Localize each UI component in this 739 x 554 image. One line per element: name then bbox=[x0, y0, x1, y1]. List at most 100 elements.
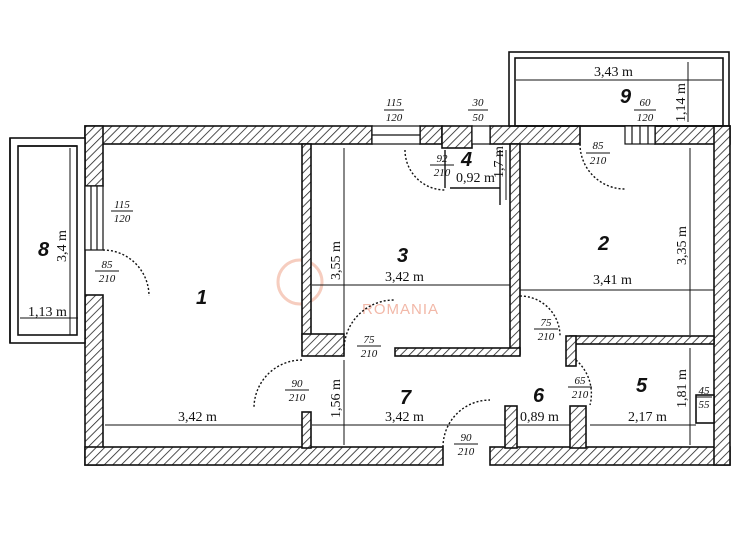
door-swing-2b bbox=[519, 295, 561, 337]
svg-text:90: 90 bbox=[461, 432, 473, 444]
wall-1-3-foot bbox=[301, 333, 345, 357]
svg-text:210: 210 bbox=[572, 389, 589, 401]
svg-text:90: 90 bbox=[292, 378, 304, 390]
dim-r2-width: 3,41 m bbox=[593, 273, 632, 288]
dim-r7-width: 3,42 m bbox=[385, 410, 424, 425]
wall-1-3 bbox=[301, 143, 312, 340]
dim-r4-height: 1,7 m bbox=[492, 146, 507, 178]
wall-2-bottom bbox=[569, 335, 715, 345]
wall-1-7 bbox=[301, 411, 312, 449]
svg-text:115: 115 bbox=[114, 199, 130, 211]
wall-bottom-right bbox=[489, 446, 731, 466]
svg-text:85: 85 bbox=[593, 140, 605, 152]
dim-r3-height: 3,55 m bbox=[329, 241, 344, 280]
door-swing-3 bbox=[343, 299, 395, 351]
door-swing-1 bbox=[102, 249, 150, 297]
fraction-door-entry: 90 210 bbox=[454, 432, 478, 458]
fraction-door-1: 85 210 bbox=[95, 259, 119, 285]
wall-2-corner bbox=[565, 335, 577, 367]
wall-room4-top bbox=[441, 125, 473, 149]
balcony-8 bbox=[9, 137, 86, 344]
dimension-lines bbox=[20, 62, 722, 445]
window-top-4 bbox=[471, 125, 491, 145]
dim-r5-width: 2,17 m bbox=[628, 410, 667, 425]
fraction-door-2b: 75 210 bbox=[534, 317, 558, 343]
dim-r6-width: 0,89 m bbox=[520, 410, 559, 425]
svg-text:210: 210 bbox=[458, 446, 475, 458]
svg-text:92: 92 bbox=[437, 153, 449, 165]
door-swing-2 bbox=[579, 143, 626, 190]
dim-r4-width: 0,92 m bbox=[456, 171, 495, 186]
svg-text:120: 120 bbox=[637, 112, 654, 124]
wall-3-bottom bbox=[394, 347, 521, 357]
dim-r5-height: 1,81 m bbox=[675, 369, 690, 408]
door-swing-6 bbox=[575, 359, 593, 406]
svg-text:75: 75 bbox=[541, 317, 553, 329]
svg-text:210: 210 bbox=[434, 167, 451, 179]
wall-6-right bbox=[569, 405, 587, 449]
wall-left-upper bbox=[84, 125, 104, 187]
svg-text:75: 75 bbox=[364, 334, 376, 346]
dim-r2-height: 3,35 m bbox=[675, 226, 690, 265]
svg-text:115: 115 bbox=[386, 97, 402, 109]
fraction-door-6: 65 210 bbox=[568, 375, 592, 401]
svg-text:60: 60 bbox=[640, 97, 652, 109]
door-swing-entry bbox=[442, 399, 491, 448]
room-number-5: 5 bbox=[636, 375, 648, 397]
fraction-door-3: 75 210 bbox=[357, 334, 381, 360]
fraction-door-2: 85 210 bbox=[586, 140, 610, 167]
svg-text:210: 210 bbox=[289, 392, 306, 404]
room-number-2: 2 bbox=[597, 233, 609, 255]
window-1 bbox=[84, 185, 104, 251]
wall-3-2 bbox=[509, 143, 521, 355]
room-number-6: 6 bbox=[533, 385, 545, 407]
svg-text:120: 120 bbox=[114, 213, 131, 225]
dim-r9-width: 3,43 m bbox=[594, 65, 633, 80]
room-number-4: 4 bbox=[460, 149, 472, 171]
svg-text:210: 210 bbox=[361, 348, 378, 360]
dim-r9-depth: 1,14 m bbox=[674, 83, 689, 122]
room-number-8: 8 bbox=[38, 239, 50, 261]
svg-text:30: 30 bbox=[472, 97, 485, 109]
watermark-text: ROMANIA bbox=[362, 301, 439, 318]
svg-text:45: 45 bbox=[699, 385, 711, 397]
dim-r1-width: 3,42 m bbox=[178, 410, 217, 425]
door-swings bbox=[102, 143, 626, 448]
wall-top-left bbox=[84, 125, 373, 145]
fraction-window-top-1-3: 115 120 bbox=[384, 97, 404, 124]
wall-6-left bbox=[504, 405, 518, 449]
svg-text:50: 50 bbox=[473, 112, 485, 124]
svg-text:65: 65 bbox=[575, 375, 587, 387]
svg-text:120: 120 bbox=[386, 112, 403, 124]
room-number-7: 7 bbox=[400, 387, 412, 409]
fraction-window-9: 60 120 bbox=[634, 97, 656, 124]
watermark: ROMANIA bbox=[276, 258, 439, 318]
windows bbox=[84, 125, 656, 251]
fraction-door-4: 92 210 bbox=[430, 153, 454, 179]
balcony-9 bbox=[508, 51, 730, 127]
room-number-3: 3 bbox=[397, 245, 408, 267]
fraction-door-7-1: 90 210 bbox=[285, 378, 309, 404]
fraction-window-1: 115 120 bbox=[111, 199, 133, 225]
dim-r3-width: 3,42 m bbox=[385, 270, 424, 285]
svg-text:210: 210 bbox=[538, 331, 555, 343]
room-number-9: 9 bbox=[620, 86, 632, 108]
wall-top-right-a bbox=[489, 125, 581, 145]
svg-text:85: 85 bbox=[102, 259, 114, 271]
svg-text:210: 210 bbox=[99, 273, 116, 285]
wall-bottom-left bbox=[84, 446, 444, 466]
dim-r7-height: 1,56 m bbox=[329, 379, 344, 418]
room-number-1: 1 bbox=[196, 287, 207, 309]
wall-right bbox=[713, 125, 731, 466]
door-swing-7-1 bbox=[253, 359, 303, 409]
room-4-shape bbox=[444, 150, 501, 205]
dim-r8-width: 1,13 m bbox=[28, 305, 67, 320]
dim-r8-height: 3,4 m bbox=[55, 230, 70, 262]
wall-5-window bbox=[695, 394, 715, 424]
svg-text:210: 210 bbox=[590, 155, 607, 167]
fraction-window-top-4: 30 50 bbox=[468, 97, 488, 124]
fraction-window-5: 45 55 bbox=[696, 385, 712, 411]
wall-top-mid bbox=[419, 125, 443, 145]
wall-left-lower bbox=[84, 294, 104, 466]
